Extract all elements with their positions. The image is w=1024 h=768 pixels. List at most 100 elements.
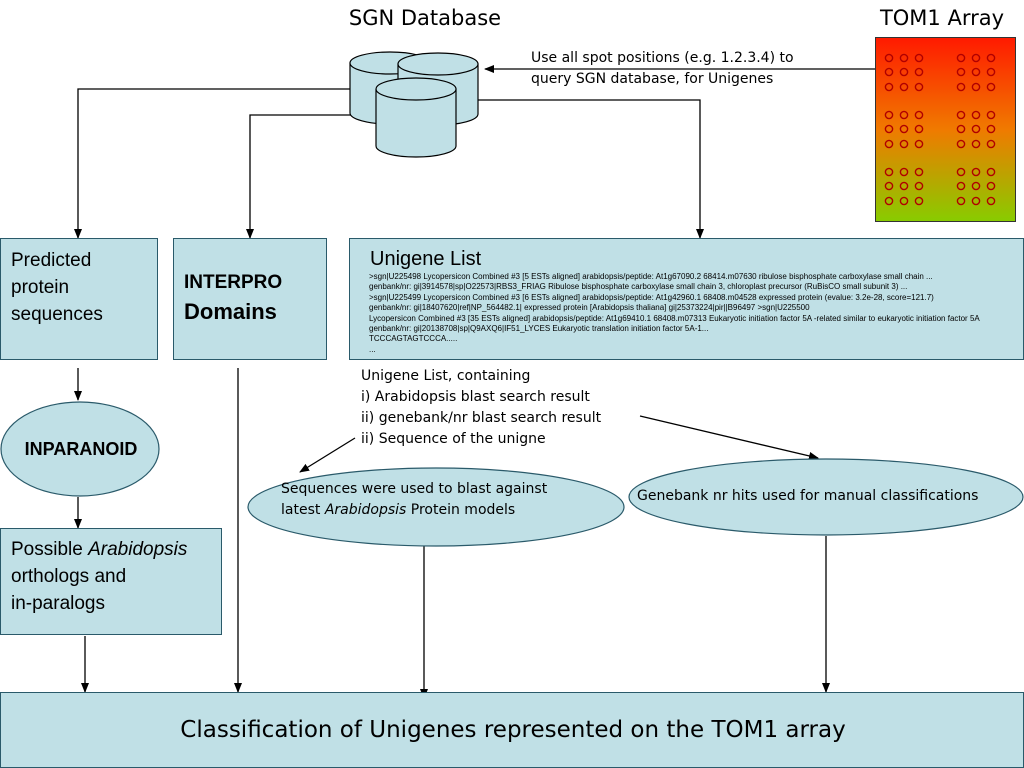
- array-spot: [971, 53, 981, 63]
- classification-label: Classification of Unigenes represented o…: [180, 717, 846, 743]
- array-spot: [884, 124, 894, 134]
- blast-ellipse: [247, 467, 625, 547]
- orthologs-line-1: Possible Arabidopsis: [11, 536, 187, 563]
- array-spot: [884, 167, 894, 177]
- predicted-line-2: protein: [11, 277, 70, 298]
- array-spot: [986, 196, 996, 206]
- unigene-line-2: genbank/nr: gi|3914578|sp|O22573|RBS3_FR…: [369, 282, 908, 292]
- array-spot: [899, 67, 909, 77]
- array-spot: [884, 139, 894, 149]
- unigene-line-5: Lycopersicon Combined #3 [35 ESTs aligne…: [369, 313, 980, 323]
- query-note: Use all spot positions (e.g. 1.2.3.4) to…: [531, 48, 794, 90]
- array-spot: [899, 124, 909, 134]
- array-spot: [884, 181, 894, 191]
- unigene-list-title: Unigene List: [370, 248, 482, 270]
- array-spot: [914, 196, 924, 206]
- array-spot: [986, 124, 996, 134]
- array-spot: [956, 167, 966, 177]
- array-spot: [914, 53, 924, 63]
- predicted-line-3: sequences: [11, 304, 103, 325]
- array-spot: [899, 196, 909, 206]
- array-spot: [986, 110, 996, 120]
- inparanoid-label: INPARANOID: [24, 439, 138, 459]
- array-spot: [884, 196, 894, 206]
- inparanoid-ellipse: [0, 401, 160, 497]
- array-spot: [884, 53, 894, 63]
- array-spot: [956, 53, 966, 63]
- unigene-line-6: genbank/nr: gi|20138708|sp|Q9AXQ6|IF51_L…: [369, 324, 709, 334]
- array-spot: [956, 139, 966, 149]
- sgn-database-title: SGN Database: [348, 6, 502, 30]
- array-spot: [971, 181, 981, 191]
- unigene-contents-note: Unigene List, containing i) Arabidopsis …: [361, 366, 601, 450]
- sgn-database-icon: [349, 51, 479, 158]
- array-spot: [899, 167, 909, 177]
- predicted-protein-box: Predicted protein sequences: [0, 238, 158, 360]
- array-spot: [914, 67, 924, 77]
- contents-line-2: i) Arabidopsis blast search result: [361, 389, 590, 405]
- array-spot: [986, 67, 996, 77]
- array-spot: [956, 110, 966, 120]
- array-spot: [899, 181, 909, 191]
- blast-line-2: latest Arabidopsis Protein models: [281, 500, 547, 521]
- unigene-list-entries: >sgn|U225498 Lycopersicon Combined #3 [5…: [369, 272, 980, 355]
- blast-line-1: Sequences were used to blast against: [281, 481, 548, 497]
- array-spot: [899, 139, 909, 149]
- unigene-line-3: >sgn|U225499 Lycopersicon Combined #3 [6…: [369, 292, 934, 302]
- orthologs-line-1-italic: Arabidopsis: [88, 539, 188, 560]
- tom1-array: [875, 37, 1016, 222]
- orthologs-box: Possible Arabidopsis orthologs and in-pa…: [0, 528, 222, 635]
- orthologs-line-1-pre: Possible: [11, 539, 89, 560]
- array-spot: [914, 124, 924, 134]
- array-spot: [899, 53, 909, 63]
- array-spot: [971, 67, 981, 77]
- array-spot: [899, 110, 909, 120]
- array-spot: [971, 167, 981, 177]
- array-spot: [971, 82, 981, 92]
- array-spot: [914, 181, 924, 191]
- arrow-text-to-blast: [299, 437, 356, 473]
- blast-line-2-italic: Arabidopsis: [324, 502, 407, 518]
- array-spot: [914, 82, 924, 92]
- unigene-line-8: ...: [369, 344, 376, 354]
- unigene-line-7: TCCCAGTAGTCCCA.....: [369, 334, 458, 344]
- genebank-ellipse-text: Genebank nr hits used for manual classif…: [637, 488, 979, 504]
- tom1-array-title: TOM1 Array: [879, 6, 1005, 30]
- query-note-line-1: Use all spot positions (e.g. 1.2.3.4) to: [531, 50, 794, 66]
- orthologs-line-3: in-paralogs: [11, 593, 105, 614]
- array-spots: [884, 53, 996, 206]
- array-spot: [914, 139, 924, 149]
- array-spot: [956, 82, 966, 92]
- contents-line-3: ii) genebank/nr blast search result: [361, 410, 602, 426]
- cylinder-front: [375, 77, 457, 158]
- array-spot: [986, 53, 996, 63]
- array-spot: [956, 67, 966, 77]
- unigene-line-4: genbank/nr: gi|18407620|ref|NP_564482.1|…: [369, 303, 810, 313]
- array-spot: [956, 181, 966, 191]
- arrow-text-to-genebank: [639, 415, 819, 460]
- orthologs-line-2: orthologs and: [11, 566, 127, 587]
- array-spot: [884, 67, 894, 77]
- tom1-array-graphic: [875, 37, 1016, 222]
- interpro-label: INTERPRO: [184, 272, 283, 293]
- array-spot: [971, 196, 981, 206]
- orthologs-label: Possible Arabidopsis orthologs and in-pa…: [11, 536, 187, 617]
- contents-line-4: ii) Sequence of the unigne: [361, 431, 546, 447]
- classification-box: Classification of Unigenes represented o…: [0, 692, 1024, 768]
- array-spot: [986, 181, 996, 191]
- unigene-list-box: Unigene List >sgn|U225498 Lycopersicon C…: [349, 238, 1024, 360]
- array-spot: [986, 82, 996, 92]
- genebank-ellipse: [628, 458, 1024, 536]
- domains-label: Domains: [184, 299, 277, 324]
- query-note-line-2: query SGN database, for Unigenes: [531, 71, 774, 87]
- array-spot: [986, 139, 996, 149]
- arrow-sgn-to-unigene: [455, 99, 704, 239]
- array-spot: [884, 110, 894, 120]
- array-spot: [956, 124, 966, 134]
- arrow-sgn-to-predicted: [74, 88, 350, 239]
- array-spot: [884, 82, 894, 92]
- array-spot: [914, 167, 924, 177]
- unigene-line-1: >sgn|U225498 Lycopersicon Combined #3 [5…: [369, 272, 933, 281]
- array-spot: [971, 139, 981, 149]
- predicted-protein-label: Predicted protein sequences: [11, 247, 103, 328]
